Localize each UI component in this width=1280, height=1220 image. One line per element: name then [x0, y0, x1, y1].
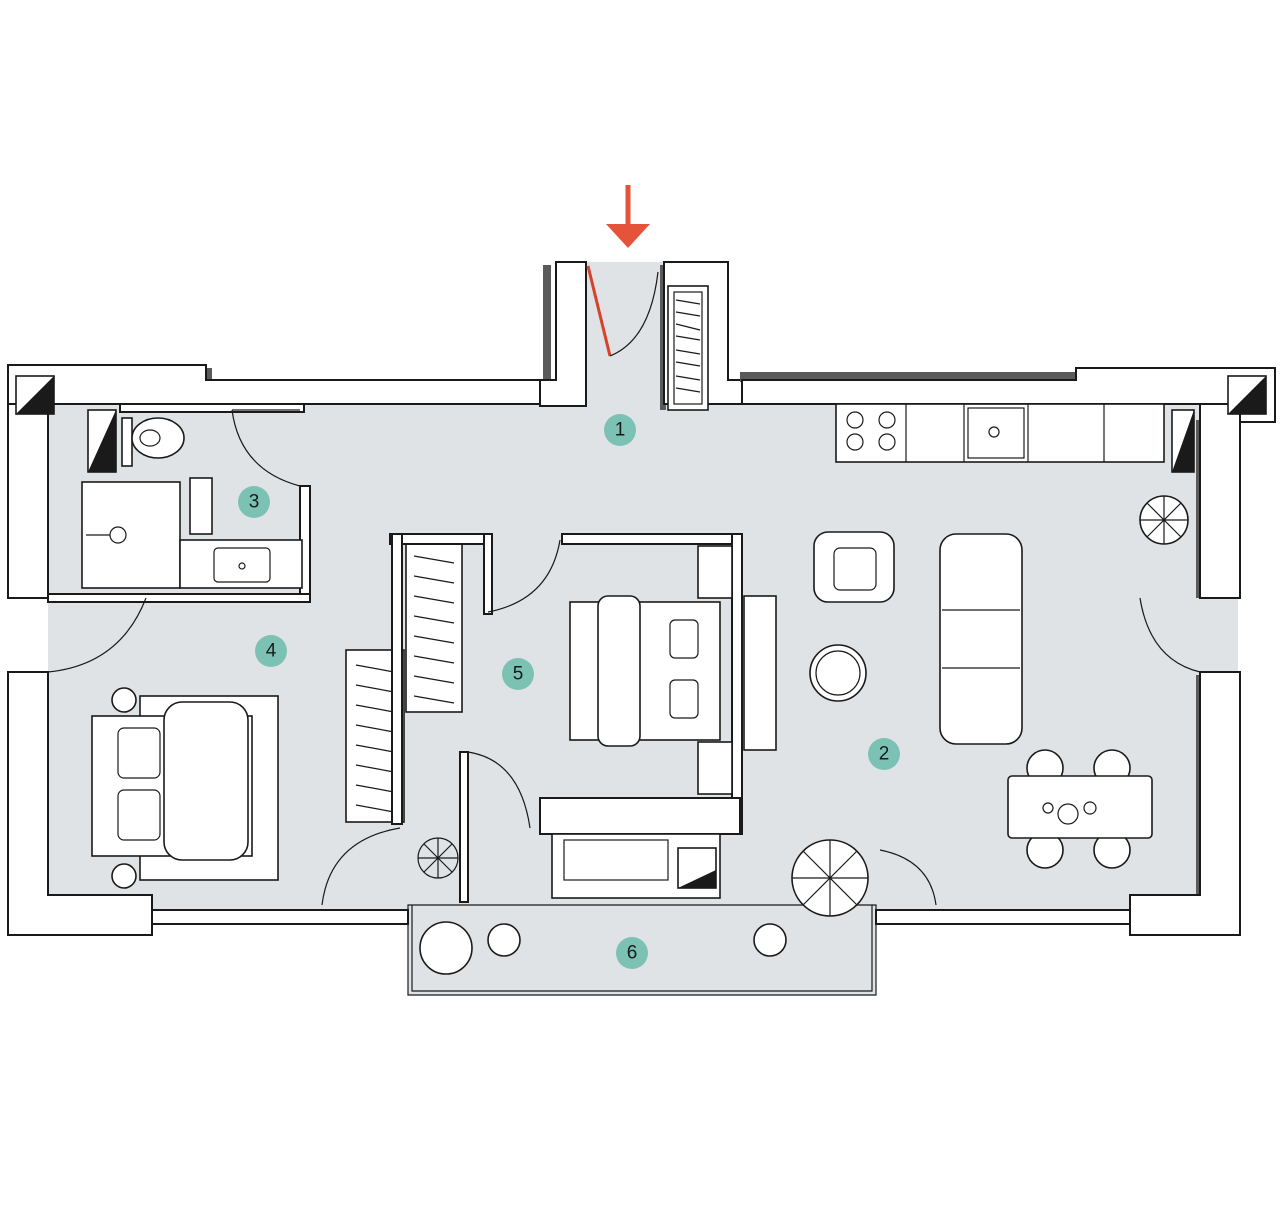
room-badge-3: 3 [238, 486, 270, 518]
desk-icon [743, 595, 777, 751]
plant-icon [417, 837, 459, 879]
bathroom-door[interactable] [231, 409, 301, 487]
bathroom-walls [47, 403, 311, 603]
room-badge-2: 2 [868, 738, 900, 770]
bed-icon [91, 701, 253, 861]
bath-mat-icon [189, 477, 213, 535]
sink-icon [179, 539, 303, 589]
outer-walls [7, 261, 1276, 996]
sofa-icon [939, 533, 1023, 745]
room-number: 2 [879, 744, 890, 765]
room-badge-6: 6 [616, 937, 648, 969]
room-number: 4 [266, 641, 277, 662]
wardrobe-icon [667, 285, 709, 411]
dining-table-icon [1007, 749, 1153, 869]
stove-icon [846, 411, 896, 451]
nightstand-icon [697, 545, 733, 795]
armchair-icon [419, 921, 473, 975]
bedroom-5-bottom-door[interactable] [467, 751, 531, 829]
entry-arrow-icon [606, 185, 650, 248]
toilet-icon [121, 417, 185, 467]
bedroom-4-door[interactable] [47, 597, 147, 673]
plant-icon [1139, 495, 1189, 545]
kitchen-counter [835, 403, 1165, 463]
shower-icon [81, 481, 181, 589]
room-badge-4: 4 [255, 635, 287, 667]
bed-icon [569, 595, 721, 747]
armchair-icon [813, 531, 895, 603]
room-number: 5 [513, 664, 524, 685]
nightstand-icon [111, 687, 137, 889]
side-table-icon [809, 644, 867, 702]
room-number: 3 [249, 492, 260, 513]
room-badge-1: 1 [604, 414, 636, 446]
room-number: 6 [627, 943, 638, 964]
tv-unit-icon [551, 833, 721, 899]
balcony-door-left[interactable] [321, 827, 401, 906]
umbrella-icon [791, 839, 869, 917]
room-badge-5: 5 [502, 658, 534, 690]
living-right-door[interactable] [1139, 597, 1201, 673]
room-number: 1 [615, 420, 626, 441]
bedroom-5-walls [389, 533, 743, 903]
stool-icon [487, 923, 787, 957]
entrance-door[interactable] [586, 265, 659, 357]
bedroom-5-door[interactable] [487, 539, 561, 613]
sink-icon [967, 407, 1025, 459]
balcony-door-right[interactable] [879, 849, 937, 906]
